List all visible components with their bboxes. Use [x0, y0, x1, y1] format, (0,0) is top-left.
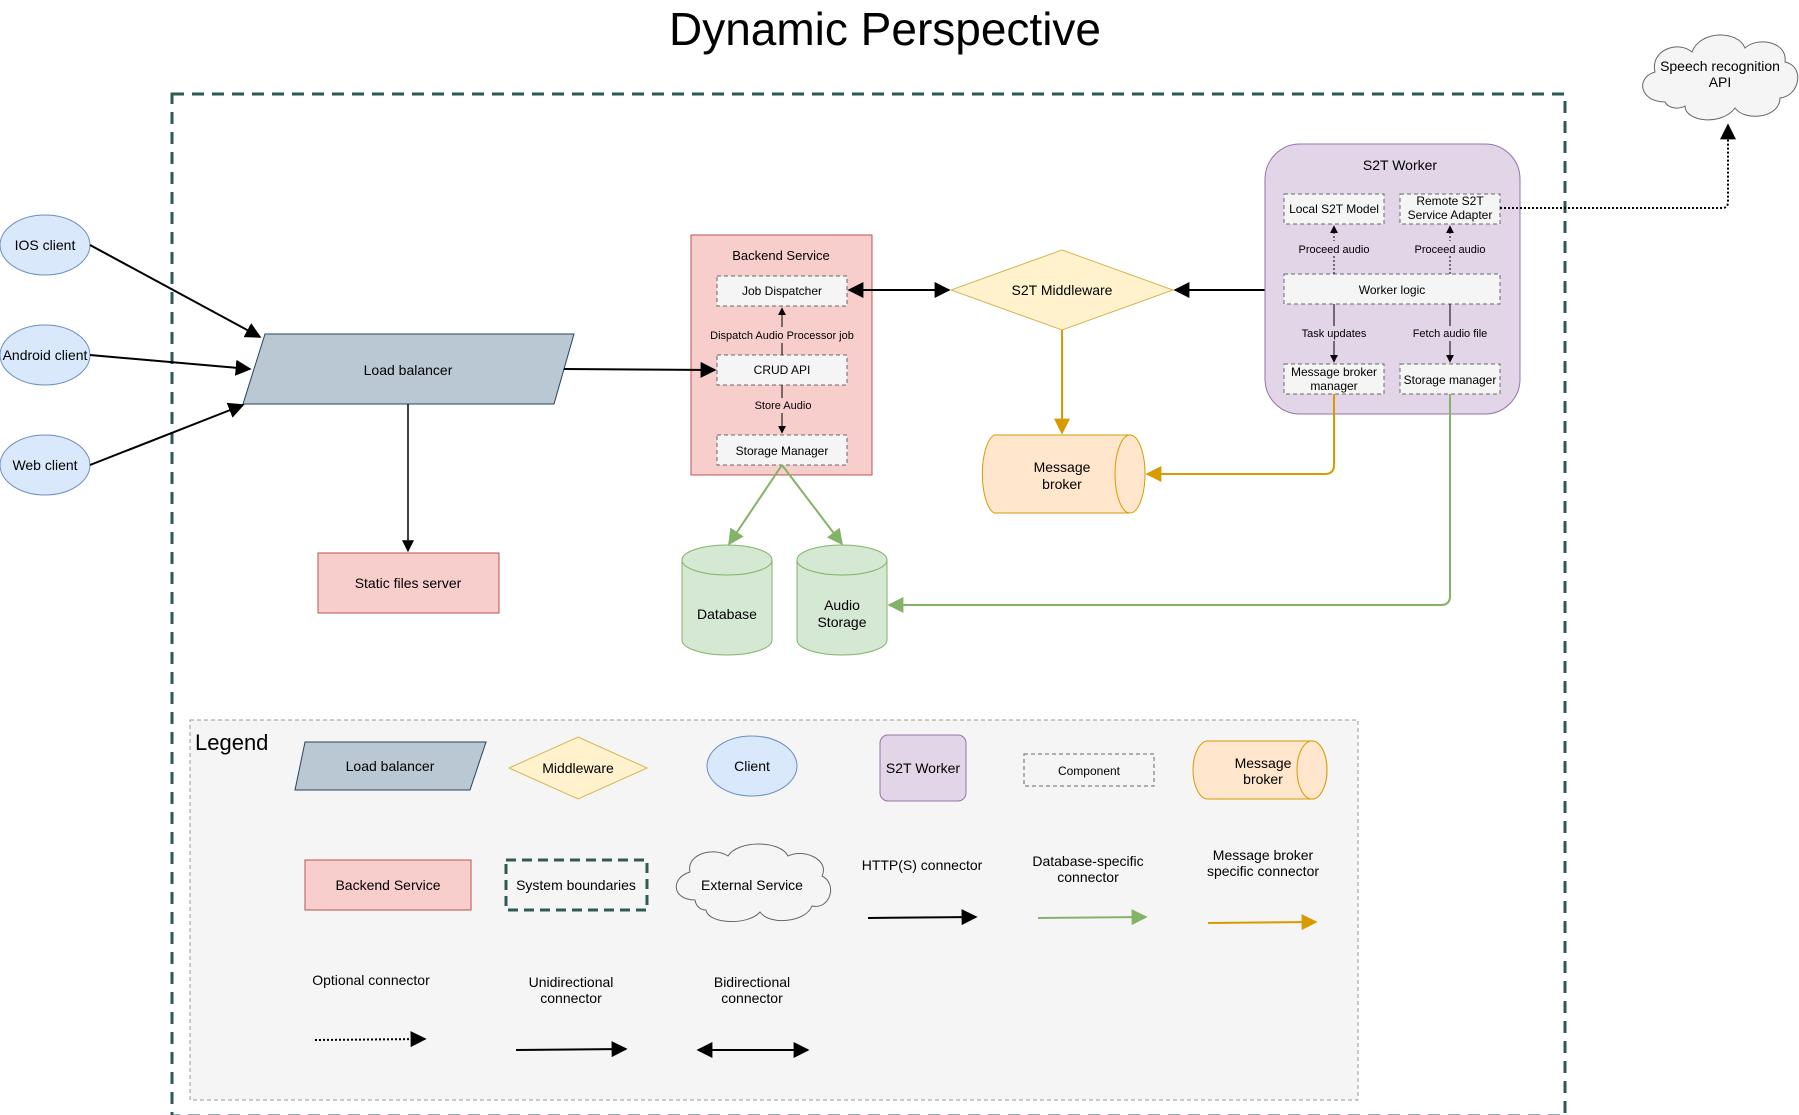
legend-middleware-label: Middleware	[542, 760, 614, 776]
legend-uni-arrow	[515, 1041, 628, 1058]
crud-api: CRUD API	[716, 354, 848, 386]
speech-recognition-api: Speech recognition API	[1642, 34, 1799, 121]
arrow-adapter-to-speech-api	[1500, 123, 1736, 209]
legend-http-arrow	[867, 909, 978, 926]
legend-mb-line2: specific connector	[1207, 863, 1319, 879]
legend-component: Component	[1023, 753, 1155, 787]
worker-logic: Worker logic	[1283, 273, 1501, 305]
legend-load-balancer: Load balancer	[294, 741, 487, 791]
legend-bi-line2: connector	[721, 990, 783, 1006]
message-broker: Message broker	[981, 434, 1146, 514]
audio-storage-line2: Storage	[817, 614, 866, 630]
legend-client: Client	[706, 735, 798, 797]
arrow-web-to-lb	[89, 402, 245, 466]
diagram-title: Dynamic Perspective	[669, 3, 1101, 55]
speech-api-line2: API	[1709, 74, 1732, 90]
client-web-label: Web client	[12, 457, 77, 473]
legend-uni-line2: connector	[540, 990, 602, 1006]
proceed-audio-remote-label: Proceed audio	[1415, 244, 1486, 256]
worker-storage-manager: Storage manager	[1399, 363, 1501, 395]
legend-boundaries-label: System boundaries	[516, 877, 636, 893]
legend-uni-line1: Unidirectional	[529, 974, 614, 990]
legend-title: Legend	[195, 730, 268, 755]
legend: Legend Load balancer Middleware Client S…	[189, 719, 1359, 1101]
legend-external-label: External Service	[701, 877, 803, 893]
legend-broker-line2: broker	[1243, 771, 1283, 787]
database-label: Database	[697, 606, 757, 622]
client-web: Web client	[0, 434, 91, 496]
legend-db-line1: Database-specific	[1032, 853, 1143, 869]
legend-load-balancer-label: Load balancer	[346, 758, 435, 774]
legend-client-label: Client	[734, 758, 770, 774]
legend-http-label: HTTP(S) connector	[862, 857, 983, 873]
remote-s2t-adapter-line1: Remote S2T	[1416, 194, 1484, 208]
legend-worker-label: S2T Worker	[886, 760, 961, 776]
remote-s2t-adapter-line2: Service Adapter	[1408, 208, 1493, 222]
s2t-worker-title: S2T Worker	[1363, 157, 1438, 173]
job-dispatcher: Job Dispatcher	[716, 275, 848, 307]
client-ios: IOS client	[0, 214, 91, 276]
arrow-broker-manager-to-broker	[1145, 394, 1335, 482]
system-boundary	[170, 92, 1567, 1115]
backend-service: Backend Service Job Dispatcher CRUD API …	[690, 234, 873, 476]
legend-optional-label: Optional connector	[312, 972, 430, 988]
legend-backend-label: Backend Service	[335, 877, 440, 893]
legend-db-arrow	[1037, 909, 1148, 926]
arrow-worker-storage-to-audio	[887, 394, 1451, 613]
local-s2t-model: Local S2T Model	[1283, 193, 1385, 225]
legend-message-broker: Message broker	[1192, 740, 1328, 800]
arrow-android-to-lb	[89, 354, 252, 376]
legend-backend: Backend Service	[304, 859, 472, 911]
fetch-audio-label: Fetch audio file	[1413, 328, 1488, 340]
arrow-ios-to-lb	[89, 244, 262, 338]
s2t-middleware-label: S2T Middleware	[1012, 282, 1113, 298]
legend-external-service: External Service	[675, 843, 832, 923]
database: Database	[681, 544, 773, 656]
message-broker-line2: broker	[1042, 476, 1082, 492]
s2t-worker: S2T Worker Local S2T Model Remote S2T Se…	[1264, 143, 1521, 415]
store-audio-label: Store Audio	[755, 400, 812, 412]
load-balancer-label: Load balancer	[364, 362, 453, 378]
audio-storage-line1: Audio	[824, 597, 860, 613]
legend-broker-line1: Message	[1235, 755, 1292, 771]
worker-storage-manager-label: Storage manager	[1404, 373, 1497, 387]
static-files-server: Static files server	[317, 552, 500, 614]
crud-api-label: CRUD API	[754, 363, 811, 377]
legend-middleware: Middleware	[507, 736, 649, 800]
message-broker-line1: Message	[1034, 459, 1091, 475]
arrow-storage-to-audio	[781, 464, 843, 546]
legend-boundaries: System boundaries	[504, 858, 649, 912]
legend-component-label: Component	[1058, 764, 1121, 778]
client-android: Android client	[0, 324, 91, 386]
backend-storage-manager: Storage Manager	[716, 434, 848, 466]
client-android-label: Android client	[3, 347, 88, 363]
arrow-storage-to-database	[728, 464, 783, 546]
dispatch-job-label: Dispatch Audio Processor job	[710, 330, 854, 342]
audio-storage: Audio Storage	[796, 544, 888, 656]
legend-mb-line1: Message broker	[1213, 847, 1314, 863]
local-s2t-model-label: Local S2T Model	[1289, 202, 1379, 216]
backend-service-title: Backend Service	[732, 248, 830, 263]
task-updates-label: Task updates	[1302, 328, 1367, 340]
s2t-middleware: S2T Middleware	[949, 249, 1175, 331]
legend-worker: S2T Worker	[879, 734, 967, 802]
worker-logic-label: Worker logic	[1359, 283, 1425, 297]
proceed-audio-local-label: Proceed audio	[1299, 244, 1370, 256]
arrow-lb-to-crud	[563, 361, 717, 378]
legend-bi-line1: Bidirectional	[714, 974, 790, 990]
legend-db-line2: connector	[1057, 869, 1119, 885]
client-ios-label: IOS client	[15, 237, 76, 253]
job-dispatcher-label: Job Dispatcher	[742, 284, 822, 298]
static-files-server-label: Static files server	[355, 575, 462, 591]
broker-manager-line2: manager	[1310, 379, 1357, 393]
broker-manager: Message broker manager	[1283, 363, 1385, 395]
speech-api-line1: Speech recognition	[1660, 58, 1780, 74]
backend-storage-manager-label: Storage Manager	[736, 444, 829, 458]
load-balancer: Load balancer	[242, 333, 575, 405]
broker-manager-line1: Message broker	[1291, 365, 1377, 379]
remote-s2t-adapter: Remote S2T Service Adapter	[1399, 193, 1501, 225]
legend-mb-arrow	[1207, 914, 1318, 931]
